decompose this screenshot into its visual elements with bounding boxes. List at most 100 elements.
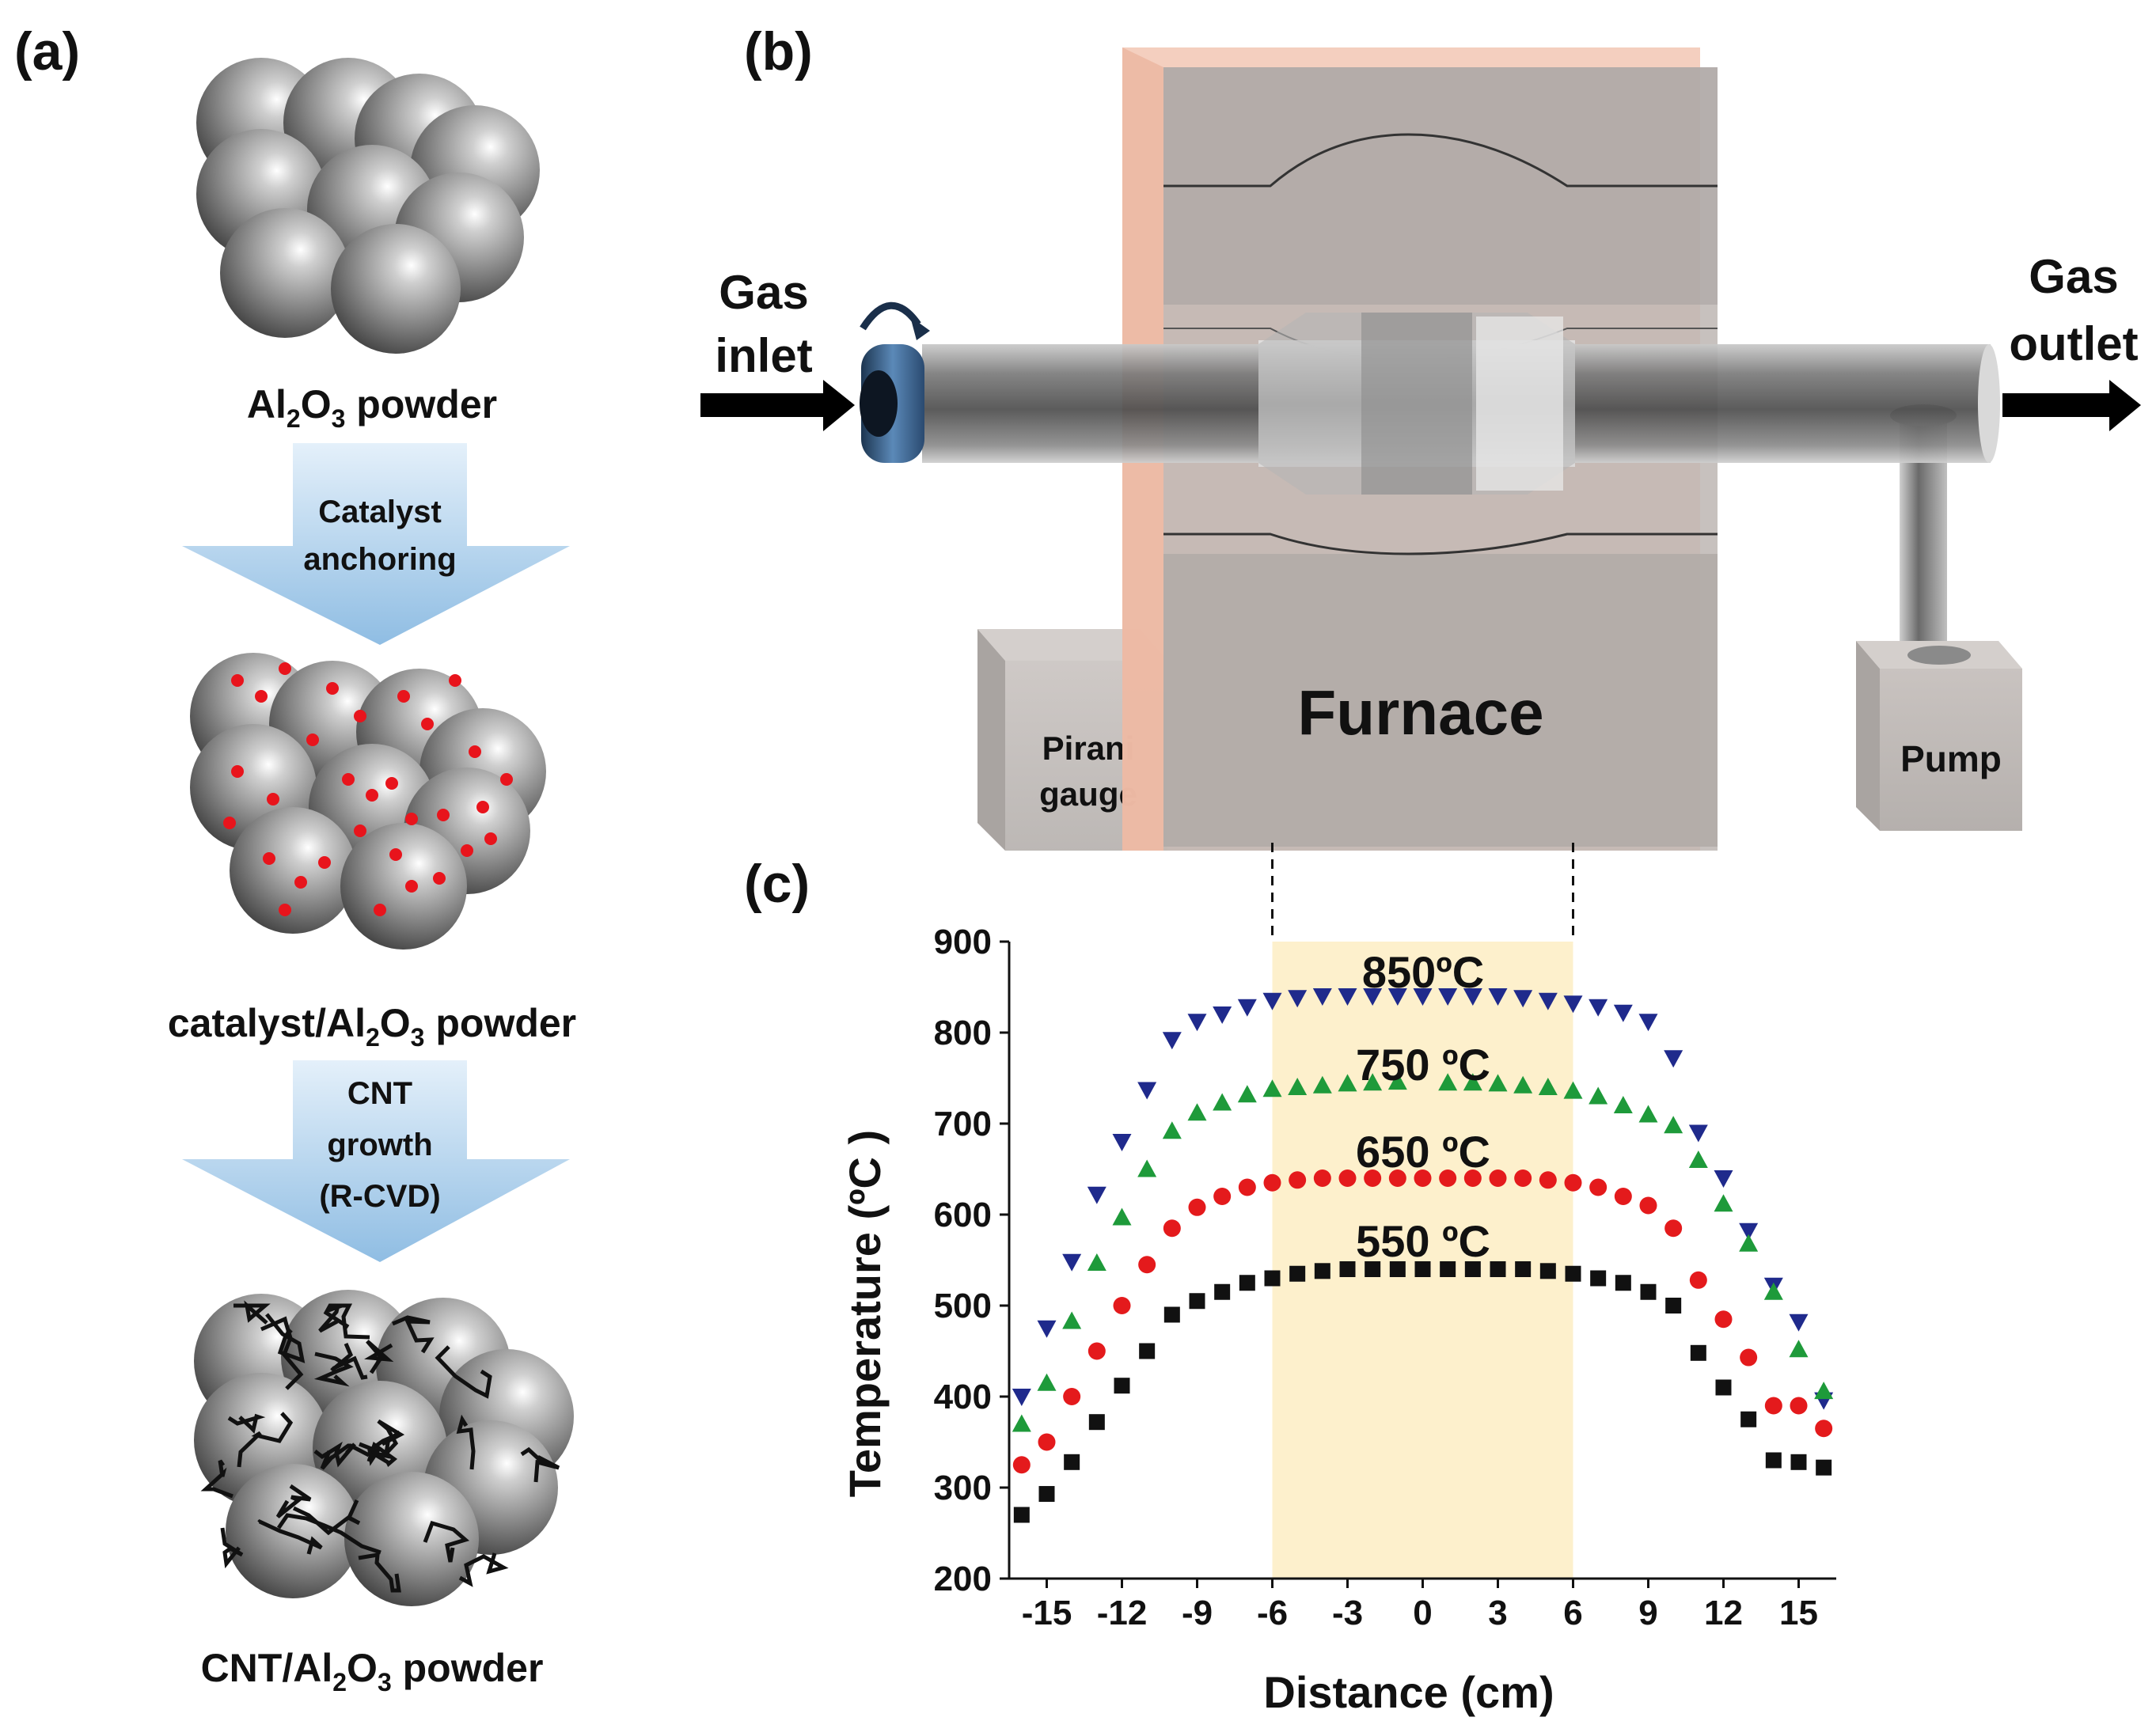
catalyst-anchoring-arrow: Catalyst anchoring bbox=[182, 443, 570, 645]
data-point bbox=[1038, 1486, 1055, 1503]
data-point bbox=[1213, 1188, 1232, 1205]
data-point bbox=[1363, 988, 1383, 1006]
data-point bbox=[1162, 1032, 1182, 1050]
gas-outlet-line2: outlet bbox=[2009, 317, 2138, 370]
cnt-al2o3-powder-spheres bbox=[194, 1290, 574, 1606]
data-point bbox=[1013, 1507, 1030, 1523]
x-tick-label: 0 bbox=[1413, 1594, 1432, 1632]
annotation-750: 750 ºC bbox=[1356, 1040, 1490, 1090]
catalyst-dot bbox=[279, 662, 291, 675]
nanotube-strand bbox=[359, 1435, 392, 1466]
data-point bbox=[1087, 1253, 1106, 1271]
data-point bbox=[1387, 1072, 1407, 1090]
catalyst-dot bbox=[397, 690, 410, 703]
data-point bbox=[1112, 1207, 1132, 1226]
x-tick-label: -15 bbox=[1022, 1594, 1072, 1632]
nanotube-strand bbox=[233, 1300, 271, 1325]
data-point bbox=[1413, 988, 1433, 1006]
cnt-growth-arrow: CNT growth (R-CVD) bbox=[182, 1060, 570, 1262]
data-point bbox=[1665, 1298, 1682, 1313]
data-point bbox=[1440, 1261, 1456, 1277]
step2-line2: growth bbox=[327, 1128, 432, 1162]
catalyst-dot bbox=[449, 674, 461, 687]
data-point bbox=[1664, 1219, 1683, 1238]
data-point bbox=[1664, 1116, 1683, 1134]
data-point bbox=[1764, 1397, 1782, 1415]
al2o3-powder-spheres bbox=[196, 58, 540, 354]
data-point bbox=[1163, 1306, 1180, 1323]
catalyst-dot bbox=[294, 876, 307, 889]
data-point bbox=[1640, 1283, 1657, 1300]
pirani-line1: Pirani bbox=[1042, 730, 1135, 767]
nanotube-strand bbox=[276, 1513, 381, 1555]
data-point bbox=[1439, 1169, 1457, 1187]
data-point bbox=[1514, 1169, 1532, 1187]
data-point bbox=[1789, 1340, 1809, 1358]
y-tick-label: 700 bbox=[934, 1105, 992, 1143]
nanotube-strand bbox=[456, 1414, 476, 1470]
catalyst-dot bbox=[223, 817, 236, 829]
data-point bbox=[1237, 999, 1257, 1017]
data-point bbox=[1012, 1456, 1031, 1474]
data-point bbox=[1314, 1263, 1330, 1279]
data-point bbox=[1087, 1342, 1106, 1360]
y-tick-label: 200 bbox=[934, 1560, 992, 1598]
powder1-label: Al2O3 powder bbox=[247, 382, 497, 433]
catalyst-dot bbox=[263, 852, 275, 865]
data-point bbox=[1338, 1074, 1357, 1092]
y-tick-label: 400 bbox=[934, 1378, 992, 1416]
data-point bbox=[1189, 1293, 1205, 1310]
data-point bbox=[1214, 1283, 1231, 1300]
step1-line1: Catalyst bbox=[318, 495, 442, 529]
x-axis-label: Distance (cm) bbox=[1263, 1667, 1554, 1717]
nanotube-strand bbox=[200, 1459, 233, 1499]
nanotube-strand bbox=[358, 1552, 401, 1593]
data-point bbox=[1187, 1103, 1207, 1121]
nanotube-strand bbox=[227, 1413, 266, 1434]
data-point bbox=[1615, 1275, 1631, 1291]
data-point bbox=[1563, 1081, 1583, 1099]
catalyst-dot bbox=[326, 682, 339, 695]
data-point bbox=[1114, 1378, 1130, 1394]
data-point bbox=[1614, 1188, 1632, 1205]
data-point bbox=[1689, 1271, 1707, 1289]
nanotube-strand bbox=[423, 1520, 470, 1563]
data-point bbox=[1139, 1343, 1156, 1359]
data-point bbox=[1213, 1006, 1232, 1024]
data-point bbox=[1715, 1379, 1732, 1396]
data-point bbox=[1188, 1198, 1206, 1216]
catalyst-dot bbox=[461, 844, 473, 857]
x-tick-label: 9 bbox=[1638, 1594, 1657, 1632]
data-point bbox=[1213, 1093, 1232, 1111]
data-point bbox=[1388, 1169, 1406, 1187]
nanotube-strand bbox=[330, 1343, 368, 1380]
data-point bbox=[1238, 1178, 1256, 1196]
data-point bbox=[1463, 1073, 1482, 1091]
catalyst-dot bbox=[267, 793, 279, 806]
data-point bbox=[1539, 1263, 1556, 1279]
data-point bbox=[1714, 1170, 1733, 1188]
data-point bbox=[1740, 1411, 1757, 1427]
catalyst-dot bbox=[389, 848, 402, 861]
catalyst-al2o3-powder-spheres bbox=[190, 653, 546, 950]
x-tick-label: -6 bbox=[1257, 1594, 1288, 1632]
nanotube-strand bbox=[275, 1484, 312, 1518]
data-point bbox=[1490, 1261, 1506, 1277]
y-tick-label: 300 bbox=[934, 1469, 992, 1507]
data-point bbox=[1714, 1194, 1733, 1212]
inlet-cap bbox=[860, 344, 924, 463]
y-tick-label: 600 bbox=[934, 1196, 992, 1234]
catalyst-dot bbox=[374, 904, 386, 916]
annotation-650: 650 ºC bbox=[1356, 1127, 1490, 1177]
data-point bbox=[1463, 1169, 1482, 1187]
data-point bbox=[1137, 1082, 1157, 1100]
catalyst-dot bbox=[318, 856, 331, 869]
data-point bbox=[1112, 1134, 1132, 1151]
data-point bbox=[1414, 1261, 1431, 1277]
powder2-label: catalyst/Al2O3 powder bbox=[168, 1001, 576, 1052]
step1-line2: anchoring bbox=[303, 542, 456, 577]
catalyst-dot bbox=[231, 674, 244, 687]
data-point bbox=[1288, 990, 1308, 1008]
nanotube-strand bbox=[520, 1446, 560, 1483]
